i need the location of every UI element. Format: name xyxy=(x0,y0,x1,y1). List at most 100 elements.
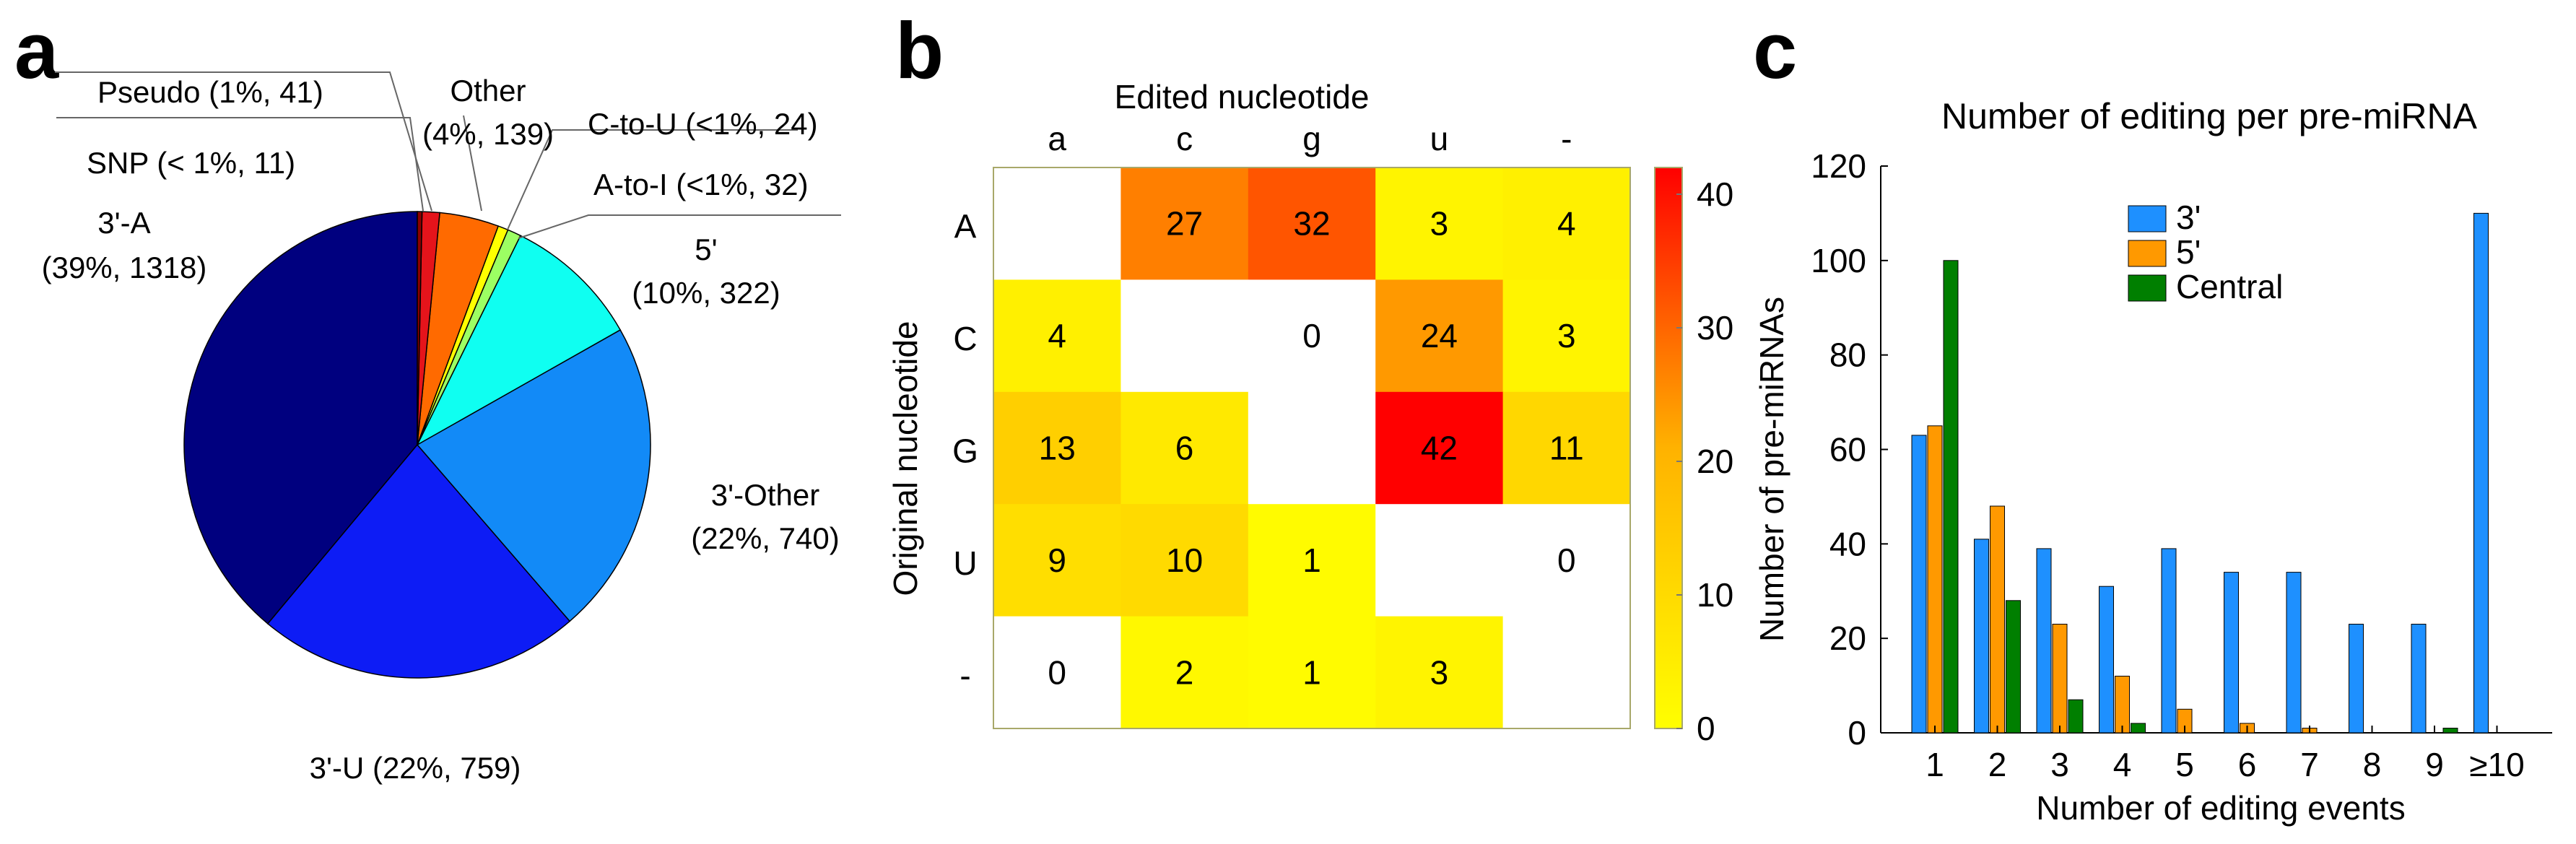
bar-five-prime-2 xyxy=(1990,505,2005,734)
bar-y-tick-label-40: 40 xyxy=(1829,525,1866,562)
colorbar-tick-label-0: 0 xyxy=(1697,710,1715,747)
heatmap-col-label-g: g xyxy=(1302,120,1321,157)
heatmap-cell-dash-c xyxy=(1121,616,1249,729)
heatmap-frame xyxy=(993,167,1631,729)
heatmap-row-label-a: A xyxy=(954,208,977,245)
bar-five-prime-3 xyxy=(2052,624,2068,734)
bar-five-prime-1 xyxy=(1927,425,1943,734)
bar-central-2 xyxy=(2006,600,2021,734)
bar-x-tick-label-4: 4 xyxy=(2113,746,2132,783)
heatmap-value-g-c: 6 xyxy=(1175,430,1194,467)
pie-label-other-name: Other xyxy=(450,74,526,108)
bar-y-tick-label-100: 100 xyxy=(1811,242,1866,279)
bar-x-tick-label-2: 2 xyxy=(1988,746,2007,783)
bar-y-tick-label-80: 80 xyxy=(1829,336,1866,374)
heatmap-value-c-dash: 3 xyxy=(1557,317,1576,354)
bar-three-prime-8 xyxy=(2349,624,2364,734)
pie-label-5p-value: (10%, 322) xyxy=(632,276,780,310)
bar-y-tick-label-120: 120 xyxy=(1811,147,1866,185)
bar-y-tick-label-60: 60 xyxy=(1829,431,1866,469)
bar-three-prime-9 xyxy=(2411,624,2427,734)
pie-slice-5 xyxy=(416,235,622,446)
bar-three-prime-7 xyxy=(2286,572,2302,734)
pie-slice-3-u xyxy=(266,443,571,679)
heatmap-value-a-g: 32 xyxy=(1293,205,1330,243)
bar-x-tick-label-6: 6 xyxy=(2238,746,2257,783)
heatmap-cell-c-a xyxy=(993,279,1121,393)
pie-label-3other-name: 3'-Other xyxy=(711,478,819,512)
heatmap-cell-a-c xyxy=(1121,168,1249,280)
heatmap-row-label-c: C xyxy=(953,320,977,357)
heatmap-col-label-u: u xyxy=(1430,120,1449,157)
bar-y-axis-title: Number of pre-miRNAs xyxy=(1753,297,1790,642)
bar-three-prime-4 xyxy=(2099,586,2114,734)
heatmap-value-c-g: 0 xyxy=(1302,317,1321,354)
legend-swatch-central xyxy=(2128,274,2167,302)
heatmap-cell-dash-u xyxy=(1375,616,1504,729)
heatmap-value-g-u: 42 xyxy=(1421,430,1458,467)
leader-pseudo xyxy=(55,71,432,212)
heatmap-y-axis-title: Original nucleotide xyxy=(887,321,924,596)
heatmap-cell-u-c xyxy=(1121,504,1249,617)
heatmap-value-a-dash: 4 xyxy=(1557,205,1576,243)
bar-x-tick-label-7: 7 xyxy=(2300,746,2319,783)
bar-x-tick-label-5: 5 xyxy=(2175,746,2194,783)
bar-central-9 xyxy=(2442,728,2458,734)
bar-x-tick-label-10: ≥10 xyxy=(2469,746,2524,783)
colorbar-bar xyxy=(1654,167,1683,729)
pie-slice-3-other xyxy=(416,329,651,622)
heatmap-value-u-a: 9 xyxy=(1048,541,1066,579)
bar-y-tick-label-0: 0 xyxy=(1848,714,1866,752)
legend-label-three-prime: 3' xyxy=(2176,199,2201,236)
bar-x-axis-title: Number of editing events xyxy=(2036,789,2405,827)
leader-atoi xyxy=(518,214,841,239)
heatmap-cell-c-dash xyxy=(1502,279,1631,393)
bar-y-tick-label-20: 20 xyxy=(1829,619,1866,657)
legend-label-five-prime: 5' xyxy=(2176,233,2201,271)
colorbar-tick-label-30: 30 xyxy=(1697,309,1733,347)
pie-label-snp: SNP (< 1%, 11) xyxy=(87,146,295,180)
heatmap-cell-c-u xyxy=(1375,279,1504,393)
pie-label-5p-name: 5' xyxy=(695,232,717,266)
heatmap-cell-u-dash xyxy=(1502,504,1631,617)
pie-label-3u: 3'-U (22%, 759) xyxy=(310,751,521,785)
legend-swatch-five-prime xyxy=(2128,240,2167,267)
heatmap-value-dash-g: 1 xyxy=(1302,653,1321,691)
pie-slice-snp xyxy=(417,211,423,445)
heatmap-cell-a-dash xyxy=(1502,168,1631,280)
leader-ctou xyxy=(507,129,798,230)
heatmap-cell-c-c xyxy=(1121,279,1249,393)
heatmap-col-label-dash: - xyxy=(1561,120,1572,157)
heatmap-cell-a-a xyxy=(993,168,1121,280)
bar-central-1 xyxy=(1943,260,1959,734)
heatmap-value-g-dash: 11 xyxy=(1549,430,1584,467)
pie-label-3a-name: 3'-A xyxy=(97,206,150,240)
colorbar-tick-label-40: 40 xyxy=(1697,175,1733,213)
bar-three-prime-3 xyxy=(2036,548,2052,734)
heatmap-row-label-u: U xyxy=(953,544,977,582)
bar-three-prime-5 xyxy=(2161,548,2177,734)
bar-x-tick-label-1: 1 xyxy=(1926,746,1944,783)
pie-label-atoi: A-to-I (<1%, 32) xyxy=(593,168,809,201)
heatmap-value-dash-c: 2 xyxy=(1175,653,1194,691)
bar-x-tick-label-9: 9 xyxy=(2425,746,2444,783)
heatmap-cell-a-g xyxy=(1248,168,1376,280)
heatmap-col-label-a: a xyxy=(1048,120,1066,157)
heatmap-value-dash-u: 3 xyxy=(1430,653,1449,691)
colorbar-tick-label-10: 10 xyxy=(1697,576,1733,614)
legend-label-central: Central xyxy=(2176,268,2283,305)
bar-five-prime-4 xyxy=(2115,676,2130,734)
heatmap-value-u-dash: 0 xyxy=(1557,541,1576,579)
pie-label-pseudo: Pseudo (1%, 41) xyxy=(97,75,323,109)
heatmap-value-c-u: 24 xyxy=(1421,317,1458,354)
pie-label-other-value: (4%, 139) xyxy=(422,117,554,151)
heatmap-value-g-a: 13 xyxy=(1039,430,1076,467)
bar-chart-title: Number of editing per pre-miRNA xyxy=(1941,96,2478,136)
